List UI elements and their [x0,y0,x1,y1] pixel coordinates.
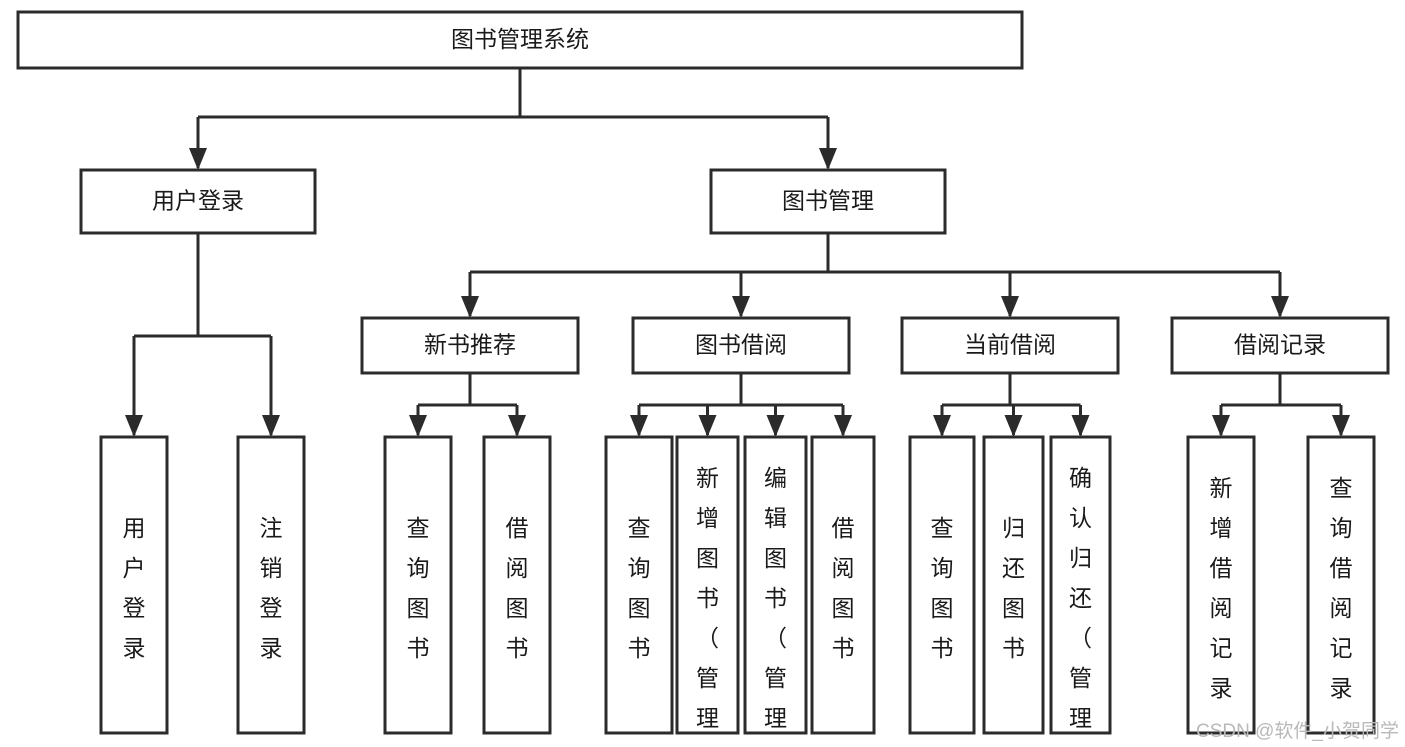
node-box-leaf6[interactable] [675,435,740,735]
node-box-leaf3[interactable] [383,435,453,735]
node-leaf3[interactable]: 查询图书 [383,435,453,735]
node-label-records: 借阅记录 [1234,332,1326,358]
node-leaf5[interactable]: 查询图书 [604,435,674,735]
node-leaf11[interactable]: 确认归还（管理员） [1049,435,1112,747]
node-box-login[interactable] [79,168,317,235]
node-box-records[interactable] [1170,316,1390,375]
node-label-leaf7: 编辑图书（管理员） [764,465,787,747]
node-leaf12[interactable]: 新增借阅记录 [1186,435,1256,735]
node-label-leaf6: 新增图书（管理员） [696,465,719,747]
node-leaf9[interactable]: 查询图书 [908,435,976,735]
node-leaf6[interactable]: 新增图书（管理员） [675,435,740,747]
nodes-layer: 图书管理系统用户登录图书管理新书推荐图书借阅当前借阅借阅记录用户登录注销登录查询… [16,10,1390,747]
node-label-borrow: 图书借阅 [695,332,787,358]
node-label-leaf11: 确认归还（管理员） [1069,465,1092,747]
node-label-current: 当前借阅 [964,332,1056,358]
node-label-leaf10: 归还图书 [1002,515,1025,661]
node-box-leaf12[interactable] [1186,435,1256,735]
node-label-newbook: 新书推荐 [424,332,516,358]
node-root[interactable]: 图书管理系统 [16,10,1024,70]
node-label-leaf1: 用户登录 [123,515,146,661]
node-login[interactable]: 用户登录 [79,168,317,235]
node-box-leaf13[interactable] [1306,435,1376,735]
node-label-leaf4: 借阅图书 [506,515,529,661]
node-leaf2[interactable]: 注销登录 [236,435,306,735]
node-label-leaf12: 新增借阅记录 [1210,475,1233,701]
node-box-bookmgmt[interactable] [709,168,947,235]
node-current[interactable]: 当前借阅 [900,316,1120,375]
node-borrow[interactable]: 图书借阅 [631,316,851,375]
node-newbook[interactable]: 新书推荐 [360,316,580,375]
node-box-leaf10[interactable] [982,435,1045,735]
node-bookmgmt[interactable]: 图书管理 [709,168,947,235]
edges-layer [125,68,1350,437]
node-box-leaf8[interactable] [810,435,876,735]
node-label-login: 用户登录 [152,188,244,214]
watermark-text: CSDN @软件_小贺同学 [1196,721,1399,742]
node-leaf13[interactable]: 查询借阅记录 [1306,435,1376,735]
node-box-leaf9[interactable] [908,435,976,735]
node-label-leaf13: 查询借阅记录 [1330,475,1353,701]
node-label-bookmgmt: 图书管理 [782,188,874,214]
node-box-leaf11[interactable] [1049,435,1112,735]
node-box-leaf4[interactable] [482,435,552,735]
node-box-leaf2[interactable] [236,435,306,735]
node-label-leaf8: 借阅图书 [832,515,855,661]
node-box-newbook[interactable] [360,316,580,375]
node-leaf1[interactable]: 用户登录 [99,435,169,735]
node-box-root[interactable] [16,10,1024,70]
node-box-leaf1[interactable] [99,435,169,735]
node-box-leaf7[interactable] [743,435,808,735]
node-box-current[interactable] [900,316,1120,375]
node-leaf4[interactable]: 借阅图书 [482,435,552,735]
node-box-borrow[interactable] [631,316,851,375]
node-label-leaf3: 查询图书 [407,515,430,661]
node-label-root: 图书管理系统 [451,26,589,52]
node-box-leaf5[interactable] [604,435,674,735]
node-label-leaf9: 查询图书 [931,515,954,661]
node-label-leaf5: 查询图书 [628,515,651,661]
node-label-leaf2: 注销登录 [260,515,283,661]
node-leaf8[interactable]: 借阅图书 [810,435,876,735]
node-records[interactable]: 借阅记录 [1170,316,1390,375]
node-leaf10[interactable]: 归还图书 [982,435,1045,735]
node-leaf7[interactable]: 编辑图书（管理员） [743,435,808,747]
